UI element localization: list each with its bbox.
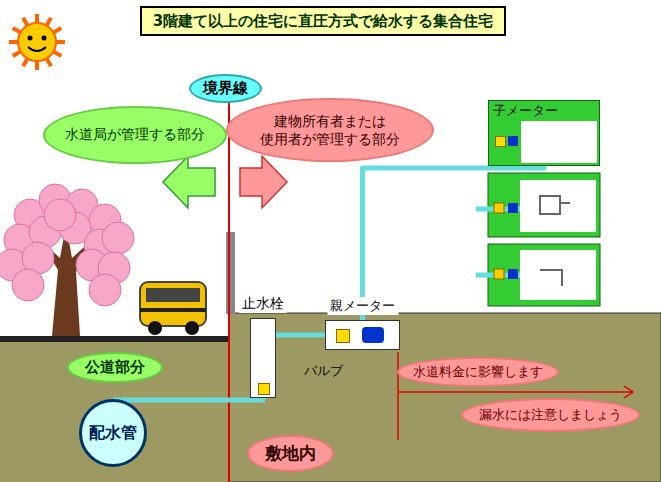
private-ground xyxy=(229,313,661,482)
public-ground xyxy=(0,340,229,482)
label-oval: 水道料金に影響します xyxy=(397,357,559,387)
left-arrow xyxy=(163,156,215,208)
boundary-line xyxy=(228,97,230,482)
node-text: 漏水には注意しましょう xyxy=(479,406,622,424)
right-arrow xyxy=(240,156,287,208)
water-pipe xyxy=(113,398,263,400)
unit-window xyxy=(521,121,597,163)
pipe-circle: 配水管 xyxy=(79,399,147,467)
label-oval: 境界線 xyxy=(189,74,262,103)
node-text: 公道部分 xyxy=(85,358,145,377)
child-units xyxy=(476,173,600,306)
title-box: 3階建て以上の住宅に直圧方式で給水する集合住宅 xyxy=(140,6,506,36)
bus xyxy=(140,282,206,335)
equipment-box: 子メーター xyxy=(488,100,600,166)
sun-icon xyxy=(9,14,65,70)
cherry-tree xyxy=(0,184,134,336)
valve-symbol xyxy=(336,329,350,343)
title-text: 3階建て以上の住宅に直圧方式で給水する集合住宅 xyxy=(153,12,493,31)
part-label: バルブ xyxy=(304,362,343,380)
water-pipe xyxy=(276,333,325,338)
node-text: 境界線 xyxy=(203,79,248,98)
equipment-box: 親メーター xyxy=(325,320,400,350)
node-text: 水道局が管理する部分 xyxy=(65,126,205,144)
equipment-heading: 親メーター xyxy=(327,297,398,315)
label-oval: 漏水には注意しましょう xyxy=(461,398,640,432)
equipment-box: 止水栓 xyxy=(250,318,276,398)
label-oval: 建物所有者または 使用者が管理する部分 xyxy=(226,98,434,162)
wall xyxy=(226,232,235,314)
label-oval: 敷地内 xyxy=(247,435,334,472)
node-text: 配水管 xyxy=(89,423,137,444)
node-text: 建物所有者または 使用者が管理する部分 xyxy=(250,112,410,148)
equipment-heading: 止水栓 xyxy=(239,295,287,313)
stop-valve-symbol xyxy=(258,383,270,395)
label-oval: 公道部分 xyxy=(67,352,163,383)
node-text: 敷地内 xyxy=(265,442,316,465)
label-oval: 水道局が管理する部分 xyxy=(43,106,227,164)
road-surface xyxy=(0,336,229,342)
valve-symbol xyxy=(495,136,506,147)
meter-symbol xyxy=(508,136,518,146)
meter-symbol xyxy=(362,327,384,343)
node-text: 水道料金に影響します xyxy=(413,363,543,381)
equipment-heading: 子メーター xyxy=(493,102,558,120)
